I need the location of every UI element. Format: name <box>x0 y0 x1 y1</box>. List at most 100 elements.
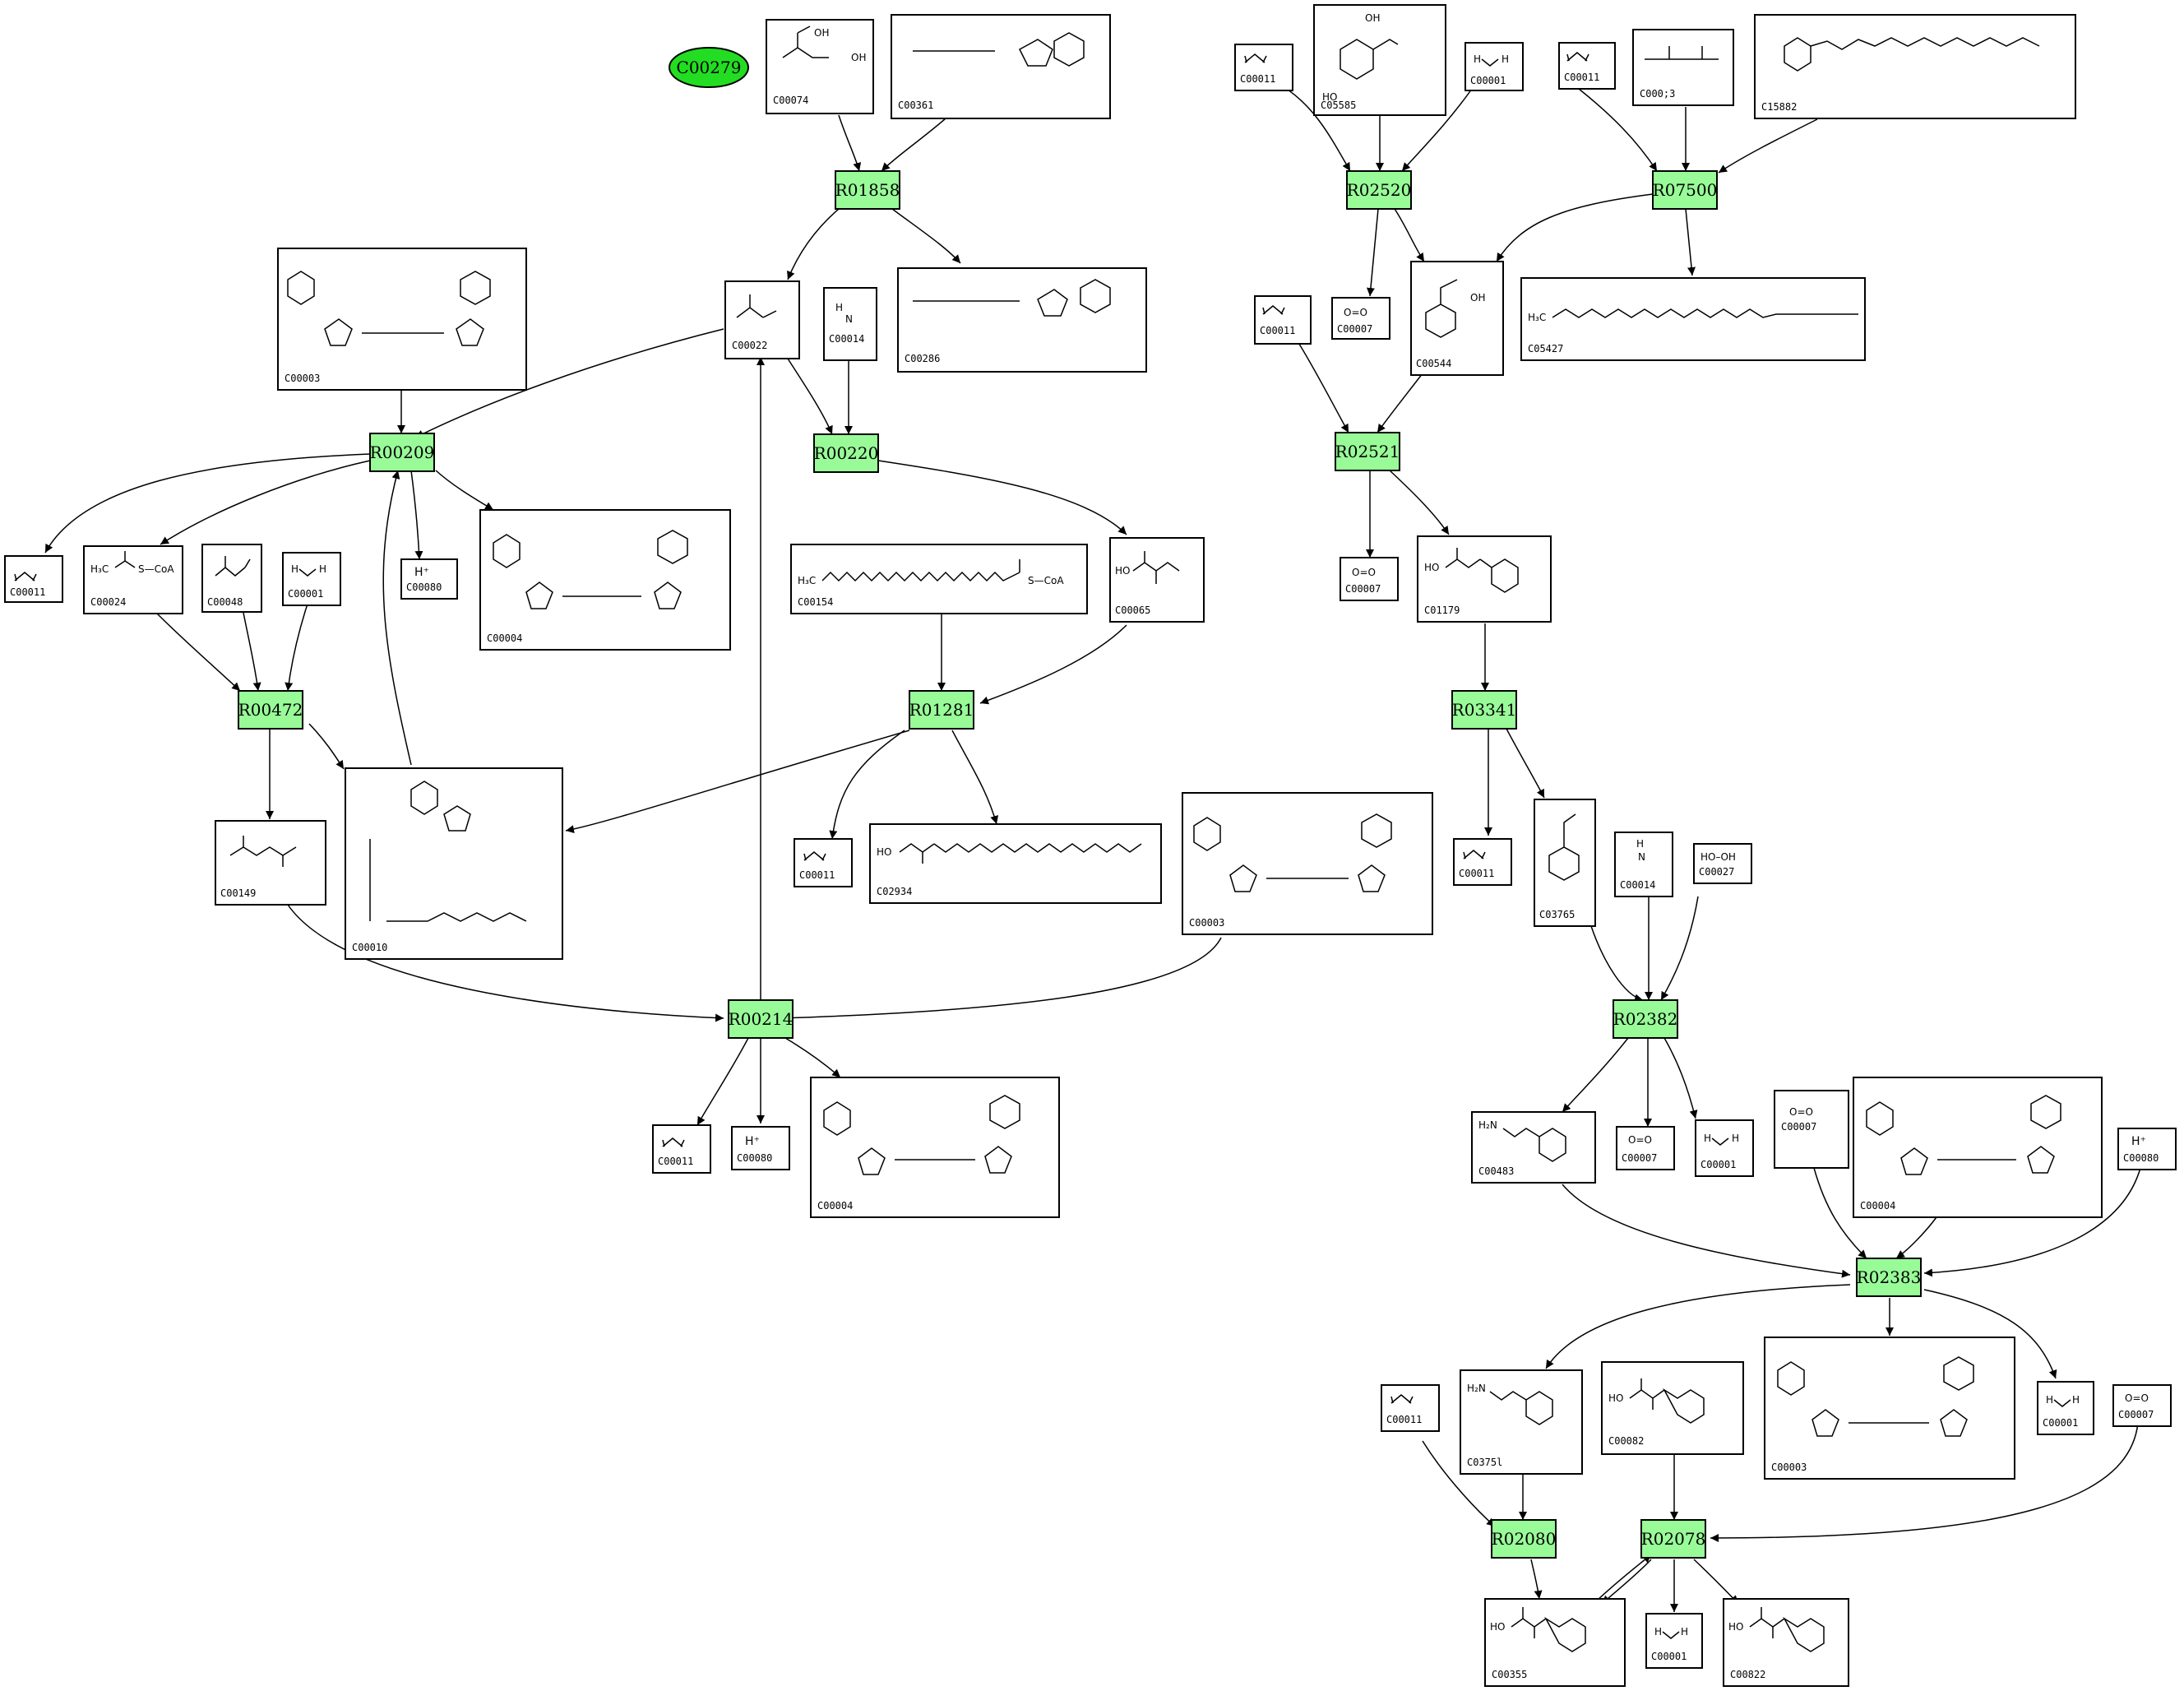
compound-C00822[interactable]: HO C00822 <box>1723 1598 1849 1687</box>
svg-text:R07500: R07500 <box>1653 180 1718 200</box>
svg-text:OH: OH <box>1470 292 1485 303</box>
reaction-R02521[interactable]: R02521 <box>1335 432 1400 471</box>
compound-C00001-b[interactable]: H H C00001 <box>1464 42 1524 91</box>
compound-C00286[interactable]: C00286 <box>897 267 1147 373</box>
svg-text:R02078: R02078 <box>1641 1529 1706 1549</box>
compound-C00082[interactable]: HO C00082 <box>1601 1361 1744 1455</box>
compound-C00007-a[interactable]: O=O C00007 <box>1331 297 1390 340</box>
compound-C00003-a[interactable]: C00003 <box>277 248 527 391</box>
compound-C00011-h[interactable]: C00011 <box>1381 1384 1440 1432</box>
compound-C00011-c[interactable]: C00011 <box>652 1124 711 1174</box>
svg-text:C00007: C00007 <box>1345 583 1381 595</box>
compound-C00011-e[interactable]: C00011 <box>1558 42 1616 90</box>
svg-text:H: H <box>1704 1133 1711 1144</box>
compound-C00003-c[interactable]: C00003 <box>1764 1337 2015 1480</box>
edge <box>780 937 1222 1022</box>
reaction-R00220[interactable]: R00220 <box>813 433 879 473</box>
compound-C00065[interactable]: HO C00065 <box>1109 537 1205 623</box>
svg-text:OH: OH <box>814 27 829 39</box>
svg-text:HO: HO <box>1490 1621 1505 1633</box>
compound-C00014-b[interactable]: H N C00014 <box>1614 832 1673 897</box>
compound-C00001-c[interactable]: H H C00001 <box>1695 1119 1754 1177</box>
reaction-R02080[interactable]: R02080 <box>1491 1519 1557 1559</box>
reaction-R03341[interactable]: R03341 <box>1451 690 1517 730</box>
reaction-R01281[interactable]: R01281 <box>909 690 974 730</box>
reaction-R00209[interactable]: R00209 <box>369 433 435 472</box>
compound-C00011-d[interactable]: C00011 <box>1234 44 1293 91</box>
compound-C00544[interactable]: OH C00544 <box>1410 261 1504 376</box>
compound-C00007-d[interactable]: O=O C00007 <box>1774 1090 1849 1169</box>
start-node[interactable]: C00279 <box>669 47 749 88</box>
svg-text:C00286: C00286 <box>905 353 940 364</box>
svg-text:C00022: C00022 <box>732 340 767 351</box>
compound-C00001-a[interactable]: H H C00001 <box>282 552 341 606</box>
svg-text:C00007: C00007 <box>1781 1121 1816 1133</box>
compound-C00048[interactable]: C00048 <box>201 544 262 613</box>
compound-C00004-a[interactable]: C00004 <box>479 509 731 651</box>
svg-text:H: H <box>1681 1626 1688 1638</box>
svg-text:H₃C: H₃C <box>798 575 816 586</box>
compound-C00011-g[interactable]: C00011 <box>1453 838 1512 886</box>
compound-C00080-c[interactable]: H⁺ C00080 <box>2117 1128 2177 1170</box>
edge <box>1578 88 1658 172</box>
compound-C00080-a[interactable]: H⁺ C00080 <box>400 558 458 600</box>
edge <box>1530 1559 1543 1600</box>
svg-text:H: H <box>1636 838 1644 850</box>
compound-C00361[interactable]: C00361 <box>891 14 1111 119</box>
compound-C00001-e[interactable]: H H C00001 <box>1645 1613 1703 1669</box>
svg-text:R02080: R02080 <box>1492 1529 1557 1549</box>
reaction-R02520[interactable]: R02520 <box>1346 170 1412 210</box>
compound-C00074[interactable]: OH OH C00074 <box>766 19 874 114</box>
compound-C00080-b[interactable]: H⁺ C00080 <box>731 1126 790 1170</box>
svg-text:C00074: C00074 <box>773 95 808 106</box>
compound-C00483[interactable]: H₂N C00483 <box>1471 1111 1596 1184</box>
svg-text:OH: OH <box>1365 12 1380 24</box>
compound-C00014-a[interactable]: H N C00014 <box>823 287 877 361</box>
compound-C00022[interactable]: C00022 <box>724 280 800 359</box>
compound-C00024[interactable]: H₃C S—CoA C00024 <box>83 545 183 614</box>
compound-C00154[interactable]: H₃C S—CoA C00154 <box>790 544 1088 614</box>
edge <box>1923 1167 2141 1277</box>
compound-C03765[interactable]: C03765 <box>1534 799 1596 927</box>
compound-C00007-c[interactable]: O=O C00007 <box>1616 1126 1675 1170</box>
svg-text:R02382: R02382 <box>1613 1009 1678 1029</box>
reaction-R01858[interactable]: R01858 <box>835 170 900 210</box>
reaction-R02382[interactable]: R02382 <box>1613 999 1678 1039</box>
compound-C00007-b[interactable]: O=O C00007 <box>1340 557 1399 601</box>
svg-text:C00011: C00011 <box>658 1156 693 1167</box>
svg-text:R02383: R02383 <box>1857 1267 1922 1287</box>
svg-text:C0375l: C0375l <box>1467 1457 1502 1468</box>
compound-C00003-b[interactable]: C00003 <box>1182 792 1433 935</box>
compound-C00001-d[interactable]: H H C00001 <box>2037 1381 2094 1435</box>
reaction-R00214[interactable]: R00214 <box>728 999 794 1039</box>
compound-C00011-a[interactable]: C00011 <box>4 555 63 603</box>
compound-C15882[interactable]: C15882 <box>1754 14 2076 119</box>
compound-C00013[interactable]: C000;3 <box>1632 29 1734 106</box>
svg-text:C00007: C00007 <box>1622 1152 1657 1164</box>
svg-text:C00024: C00024 <box>90 596 126 608</box>
edge <box>1389 470 1450 535</box>
svg-text:C00011: C00011 <box>799 869 835 881</box>
compound-C05585[interactable]: OH HO C05585 <box>1313 4 1446 116</box>
compound-C00004-c[interactable]: C00004 <box>1853 1077 2103 1218</box>
compound-C00010[interactable]: C00010 <box>345 767 563 960</box>
reaction-R02383[interactable]: R02383 <box>1856 1258 1922 1297</box>
svg-text:C00011: C00011 <box>1260 325 1295 336</box>
compound-C00007-e[interactable]: O=O C00007 <box>2112 1384 2172 1427</box>
compound-C00149[interactable]: C00149 <box>215 820 326 906</box>
compound-C00011-b[interactable]: C00011 <box>794 838 853 887</box>
svg-text:HO: HO <box>1322 91 1337 103</box>
compound-C00011-f[interactable]: C00011 <box>1254 295 1312 345</box>
compound-C03758[interactable]: H₂N C0375l <box>1460 1369 1583 1475</box>
compound-C01179[interactable]: HO C01179 <box>1417 535 1552 623</box>
reaction-R07500[interactable]: R07500 <box>1652 170 1718 210</box>
compound-C00004-b[interactable]: C00004 <box>810 1077 1060 1218</box>
compound-C02934[interactable]: HO C02934 <box>869 823 1162 904</box>
compound-C00355[interactable]: HO C00355 <box>1484 1598 1626 1687</box>
compound-C05427[interactable]: H₃C C05427 <box>1520 277 1866 361</box>
svg-text:R02521: R02521 <box>1335 442 1400 461</box>
reaction-R00472[interactable]: R00472 <box>238 690 303 730</box>
compound-C00027[interactable]: HO–OH C00027 <box>1693 843 1752 884</box>
reaction-R02078[interactable]: R02078 <box>1640 1519 1706 1559</box>
svg-text:C00355: C00355 <box>1492 1669 1527 1680</box>
